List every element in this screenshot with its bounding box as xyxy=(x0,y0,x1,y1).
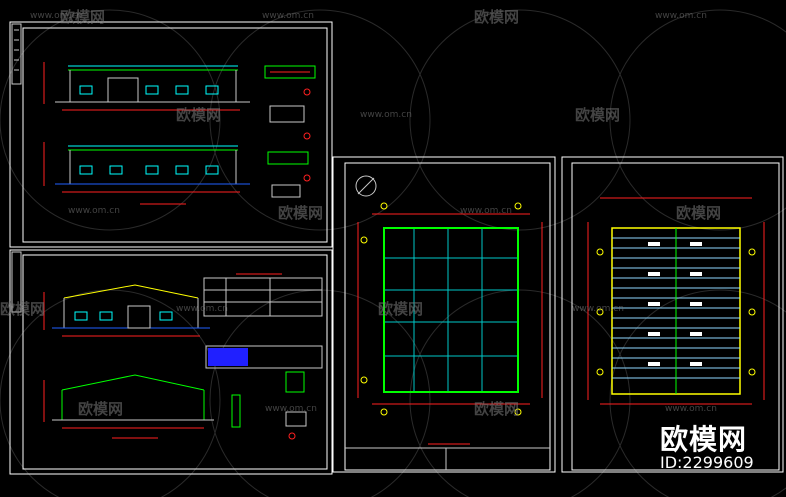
plan-dimensions xyxy=(357,213,543,445)
plan-grid xyxy=(384,228,518,392)
roof-purlins xyxy=(612,228,740,394)
sheet-roof-plan xyxy=(587,197,765,405)
sheet-frames xyxy=(9,21,784,475)
watermark-url: www.om.cn xyxy=(655,11,707,21)
elevation-bottom xyxy=(43,142,250,205)
sheet-elevations xyxy=(43,62,316,205)
watermark-brand: 欧模网 xyxy=(0,300,46,318)
roof-dimensions xyxy=(587,197,765,405)
watermark-url: www.om.cn xyxy=(262,11,314,21)
watermark-brand: 欧模网 xyxy=(378,300,424,318)
roof-axis-bubbles xyxy=(596,248,756,376)
section-details xyxy=(231,371,307,440)
watermark-url: www.om.cn xyxy=(665,404,717,414)
watermark-url: www.om.cn xyxy=(460,206,512,216)
watermark-url: www.om.cn xyxy=(176,304,228,314)
sheet-floor-plan xyxy=(345,175,550,470)
watermark-url: www.om.cn xyxy=(572,304,624,314)
watermark-brand: 欧模网 xyxy=(474,400,520,418)
plan-axis-bubbles xyxy=(360,202,522,416)
watermark-url: www.om.cn xyxy=(360,110,412,120)
elevation-top xyxy=(43,62,250,111)
notes-table xyxy=(203,273,323,369)
watermark-brand: 欧模网 xyxy=(60,8,106,26)
watermark-brand: 欧模网 xyxy=(176,106,222,124)
north-arrow-icon xyxy=(355,175,377,197)
binding-strips xyxy=(11,23,22,313)
watermark-url: www.om.cn xyxy=(265,404,317,414)
model-id-label: ID:2299609 xyxy=(660,453,754,472)
watermark-brand: 欧模网 xyxy=(278,204,324,222)
brand-logo-text: 欧模网 xyxy=(660,423,748,456)
watermark-brand: 欧模网 xyxy=(474,8,520,26)
gable-elevation xyxy=(43,284,210,337)
watermark-brand: 欧模网 xyxy=(676,204,722,222)
roof-skylights xyxy=(648,242,702,366)
facade-details xyxy=(264,65,316,198)
sheet-sections xyxy=(43,273,323,440)
plan-outer-wall xyxy=(383,227,519,393)
plan-title-block xyxy=(345,447,550,470)
watermark-brand: 欧模网 xyxy=(575,106,621,124)
watermark-url: www.om.cn xyxy=(68,206,120,216)
watermark-brand: 欧模网 xyxy=(78,400,124,418)
watermark-url: www.om.cn xyxy=(30,11,82,21)
cross-section xyxy=(43,374,214,439)
